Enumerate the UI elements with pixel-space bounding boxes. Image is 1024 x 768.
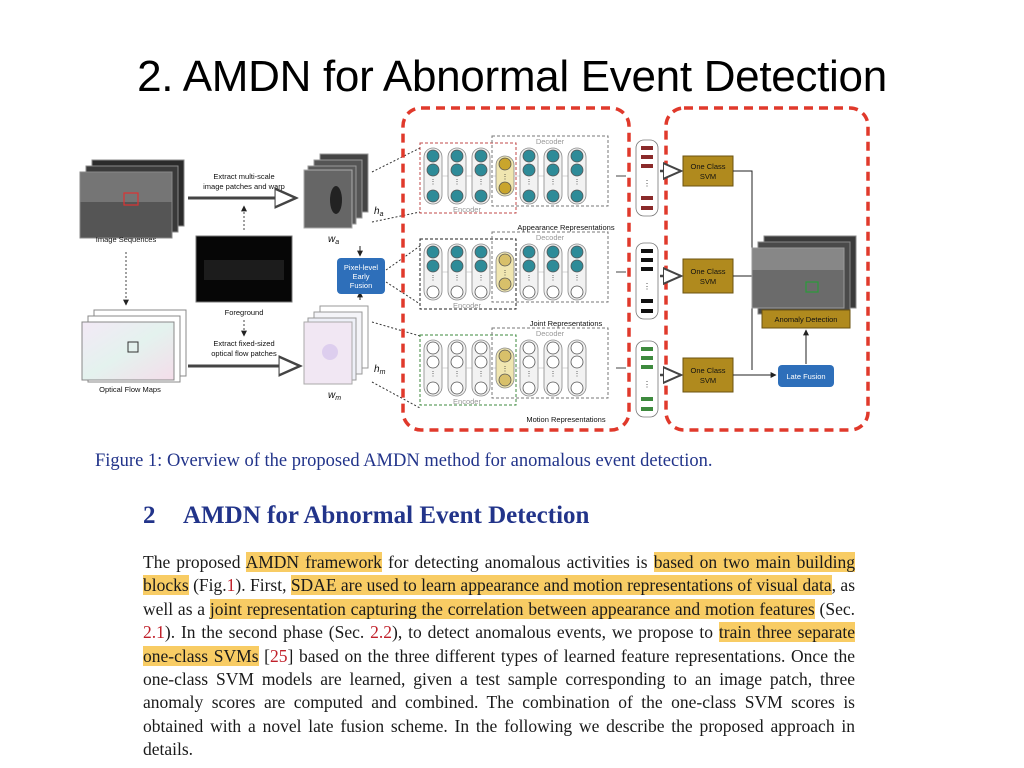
extract-fixed-label-2: optical flow patches [211, 349, 277, 358]
svg-text:Late Fusion: Late Fusion [786, 372, 825, 381]
encoder-label: Encoder [453, 301, 481, 310]
figure-caption: Figure 1: Overview of the proposed AMDN … [95, 451, 713, 471]
representation-bars: ⋮ ⋮ ⋮ [635, 139, 659, 418]
svg-text:SVM: SVM [700, 172, 716, 181]
svg-text:⋮: ⋮ [430, 371, 437, 378]
svg-text:One Class: One Class [690, 162, 725, 171]
section-title: AMDN for Abnormal Event Detection [183, 502, 590, 529]
svm-box-appearance: One Class SVM [682, 155, 734, 187]
svg-text:⋮: ⋮ [550, 275, 557, 282]
encoder-label: Encoder [453, 397, 481, 406]
extract-multi-label-2: image patches and warp [203, 182, 285, 191]
decoder-label: Decoder [536, 233, 565, 242]
svg-text:⋮: ⋮ [430, 179, 437, 186]
svg-text:⋮: ⋮ [478, 179, 485, 186]
svg-text:Fusion: Fusion [350, 281, 373, 290]
foreground-label: Foreground [225, 308, 264, 317]
section-heading: 2 AMDN for Abnormal Event Detection [143, 502, 589, 530]
image-sequences-label: Image Sequences [96, 235, 157, 244]
optical-flow-maps: Optical Flow Maps [81, 309, 187, 394]
section-number: 2 [143, 502, 156, 529]
extract-fixed-label-1: Extract fixed-sized [213, 339, 274, 348]
svg-text:⋮: ⋮ [454, 179, 461, 186]
section-ref-link-2-2[interactable]: 2.2 [370, 622, 393, 643]
optical-flow-label: Optical Flow Maps [99, 385, 161, 394]
repr-label-motion: Motion Representations [526, 415, 605, 424]
pixel-level-fusion-box: Pixel-level Early Fusion [337, 258, 385, 294]
image-sequences: Image Sequences [79, 159, 185, 244]
sdae-highlight [401, 106, 631, 432]
svg-text:One Class: One Class [690, 366, 725, 375]
appearance-patches: ha wa [303, 153, 384, 246]
amdn-figure: Image Sequences Extract multi-scale imag… [79, 106, 870, 432]
svg-text:⋮: ⋮ [478, 371, 485, 378]
svg-text:⋮: ⋮ [574, 371, 581, 378]
svg-text:SVM: SVM [700, 376, 716, 385]
section-paragraph: The proposed AMDN framework for detectin… [143, 552, 856, 760]
section-ref-link-2-1[interactable]: 2.1 [143, 622, 165, 643]
svg-text:⋮: ⋮ [643, 282, 651, 291]
svg-text:Early: Early [352, 272, 369, 281]
highlight-amdn-framework: AMDN framework [245, 552, 382, 572]
h-m-label: hm [374, 364, 386, 376]
w-a-label: wa [328, 234, 339, 246]
svg-text:Anomaly Detection: Anomaly Detection [775, 315, 838, 324]
motion-patches: hm wm [303, 305, 386, 402]
svg-text:⋮: ⋮ [502, 366, 509, 373]
repr-bar-appearance: ⋮ [635, 139, 659, 217]
repr-label-joint: Joint Representations [530, 319, 603, 328]
svg-text:⋮: ⋮ [454, 275, 461, 282]
w-m-label: wm [328, 390, 341, 402]
decoder-label: Decoder [536, 137, 565, 146]
svg-text:SVM: SVM [700, 277, 716, 286]
svg-text:⋮: ⋮ [574, 275, 581, 282]
repr-bar-joint: ⋮ [635, 242, 659, 320]
highlight-sdae: SDAE are used to learn appearance and mo… [290, 575, 832, 596]
svg-text:⋮: ⋮ [550, 371, 557, 378]
anomaly-detection-box: Anomaly Detection [751, 235, 857, 329]
svg-text:⋮: ⋮ [574, 179, 581, 186]
repr-bar-motion: ⋮ [635, 340, 659, 418]
svg-text:One Class: One Class [690, 267, 725, 276]
svg-text:⋮: ⋮ [643, 380, 651, 389]
svg-text:Pixel-level: Pixel-level [344, 263, 379, 272]
svg-text:⋮: ⋮ [502, 174, 509, 181]
svg-text:⋮: ⋮ [454, 371, 461, 378]
encoder-label: Encoder [453, 205, 481, 214]
slide-title: 2. AMDN for Abnormal Event Detection [137, 52, 887, 101]
svg-text:⋮: ⋮ [550, 179, 557, 186]
h-a-label: ha [374, 206, 384, 218]
foreground-map: Foreground [195, 235, 293, 317]
svg-text:⋮: ⋮ [478, 275, 485, 282]
svm-box-joint: One Class SVM [682, 258, 734, 294]
svg-text:⋮: ⋮ [526, 179, 533, 186]
repr-label-appearance: Appearance Representations [517, 223, 614, 232]
svg-text:⋮: ⋮ [502, 270, 509, 277]
highlight-joint-representation: joint representation capturing the corre… [209, 598, 815, 619]
svg-text:⋮: ⋮ [526, 275, 533, 282]
svm-box-motion: One Class SVM [682, 357, 734, 393]
figure-ref-link[interactable]: 1 [226, 575, 236, 596]
svg-text:⋮: ⋮ [526, 371, 533, 378]
citation-link-25[interactable]: 25 [270, 645, 288, 666]
svg-text:⋮: ⋮ [430, 275, 437, 282]
svg-text:⋮: ⋮ [643, 179, 651, 188]
decoder-label: Decoder [536, 329, 565, 338]
extract-multi-label-1: Extract multi-scale [213, 172, 274, 181]
late-fusion-box: Late Fusion [778, 365, 834, 387]
